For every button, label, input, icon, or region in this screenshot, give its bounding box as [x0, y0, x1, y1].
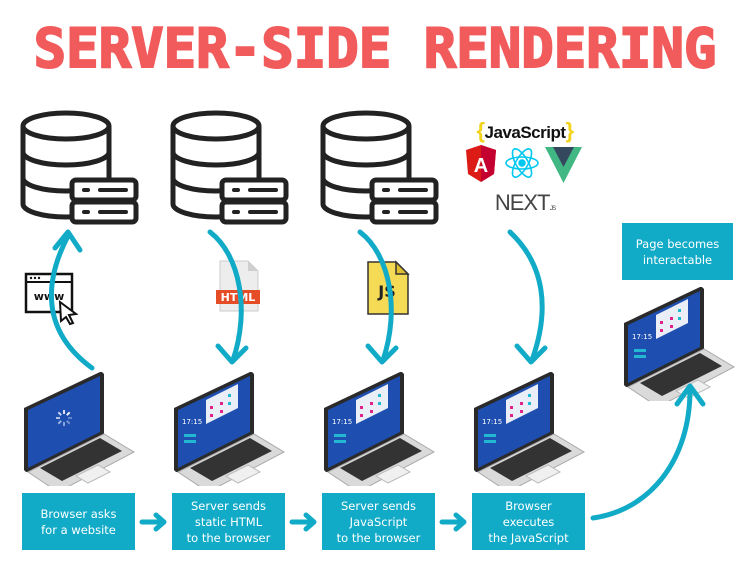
angular-react-vue-logos: A: [466, 145, 582, 183]
step-browser-asks: Browser asks for a website: [22, 493, 135, 550]
laptop-app: 17:15: [468, 368, 586, 493]
svg-text:HTML: HTML: [221, 291, 256, 304]
arrow-interactive: [590, 387, 693, 521]
laptop-clock: 17:15: [482, 418, 502, 426]
step-server-sends-html: Server sends static HTML to the browser: [172, 493, 285, 550]
arrow-frameworks: [507, 229, 545, 363]
vue-icon: [545, 147, 582, 183]
page-title: SERVER-SIDE RENDERING: [33, 16, 718, 81]
laptop-app: 17:15: [318, 368, 436, 493]
laptop-clock: 17:15: [632, 333, 652, 341]
svg-text:JS: JS: [377, 282, 395, 301]
step-server-sends-js: Server sends JavaScript to the browser: [322, 493, 435, 550]
database-server-icon: [18, 108, 140, 232]
html-file-icon: HTML: [216, 260, 260, 312]
laptop-clock: 17:15: [332, 418, 352, 426]
step-page-interactable: Page becomes interactable: [622, 223, 733, 280]
react-icon: [505, 148, 539, 178]
step-browser-executes: Browser executes the JavaScript: [472, 493, 585, 550]
database-server-icon: [168, 108, 290, 232]
database-server-icon: [318, 108, 440, 232]
laptop-app: 17:15: [168, 368, 286, 493]
laptop-loading: [18, 368, 136, 493]
nextjs-logo: NEXT.JS: [494, 190, 556, 215]
laptop-interactive: 17:15: [618, 283, 736, 408]
loading-spinner-icon: [56, 410, 72, 426]
javascript-logo: {JavaScript}: [476, 118, 574, 143]
js-file-icon: JS: [367, 260, 410, 315]
svg-text:A: A: [474, 155, 488, 177]
laptop-clock: 17:15: [182, 418, 202, 426]
angular-icon: A: [466, 145, 496, 182]
www-browser-icon: www: [24, 272, 79, 326]
framework-logos: {JavaScript} A NEXT.JS: [460, 118, 590, 216]
